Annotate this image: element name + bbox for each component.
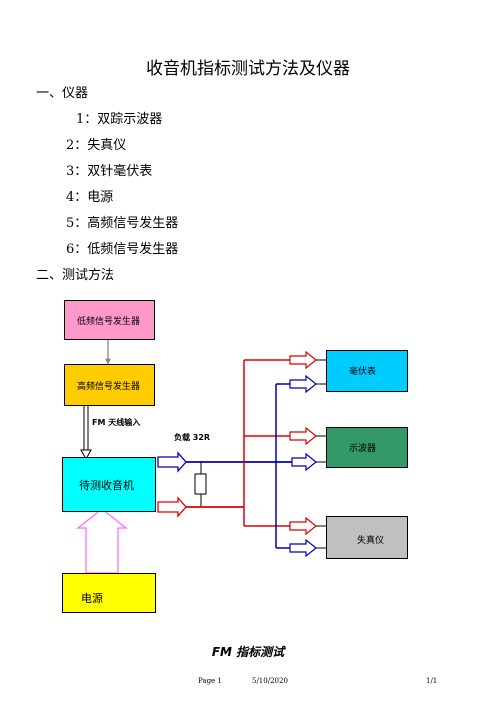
- blue-arrow-dist: [289, 538, 317, 558]
- instrument-name: 电源: [87, 190, 114, 205]
- high-freq-generator-label: 高频信号发生器: [77, 381, 141, 392]
- section-heading-instruments: 一、仪器: [36, 86, 89, 101]
- instrument-item-5: 5：高频信号发生器: [66, 212, 178, 231]
- document-title: 收音机指标测试方法及仪器: [146, 59, 350, 79]
- power-supply-label: 电源: [81, 592, 103, 605]
- millivoltmeter-label: 毫伏表: [349, 367, 377, 377]
- instrument-name: 双踪示波器: [97, 112, 163, 127]
- instrument-item-3: 3：双针毫伏表: [66, 160, 152, 179]
- section-heading-test-method: 二、测试方法: [36, 268, 115, 283]
- radio-under-test-label: 待测收音机: [79, 478, 134, 492]
- oscilloscope-box: 示波器: [326, 427, 408, 468]
- instrument-number: 6：: [66, 242, 88, 257]
- instrument-number: 3：: [66, 164, 88, 179]
- red-arrow-mv: [289, 350, 317, 370]
- instrument-number: 1：: [76, 112, 98, 127]
- red-arrow-osc: [289, 426, 317, 446]
- instrument-name: 高频信号发生器: [87, 216, 179, 231]
- footer-page: Page 1: [198, 677, 222, 685]
- fm-antenna-arrowhead: [80, 449, 92, 461]
- blue-arrow-mv: [289, 374, 317, 394]
- instrument-item-1: 1：双踪示波器: [76, 108, 162, 127]
- footer-date: 5/10/2020: [252, 677, 288, 685]
- instrument-item-4: 4：电源: [66, 186, 113, 205]
- instrument-item-6: 6：低频信号发生器: [66, 238, 178, 257]
- power-arrow: [76, 508, 128, 574]
- high-freq-generator-box: 高频信号发生器: [64, 364, 155, 406]
- millivoltmeter-box: 毫伏表: [326, 350, 408, 392]
- fm-antenna-label: FM 天线输入: [92, 418, 141, 427]
- blue-arrow-osc: [291, 452, 317, 472]
- radio-output-arrow-blue: [157, 451, 187, 473]
- instrument-name: 双针毫伏表: [87, 164, 153, 179]
- instrument-number: 2：: [66, 138, 88, 153]
- oscilloscope-label: 示波器: [349, 444, 377, 454]
- instrument-number: 5：: [66, 216, 88, 231]
- power-supply-box: 电源: [62, 573, 156, 613]
- footer-page-count: 1/1: [426, 677, 438, 685]
- instrument-item-2: 2：失真仪: [66, 134, 126, 153]
- radio-output-arrow-red: [157, 496, 187, 518]
- low-freq-generator-label: 低频信号发生器: [77, 316, 141, 327]
- diagram-caption: FM 指标测试: [211, 645, 285, 659]
- red-arrow-dist: [289, 516, 317, 536]
- instrument-number: 4：: [66, 190, 88, 205]
- load-label: 负载 32R: [174, 433, 211, 442]
- low-freq-generator-box: 低频信号发生器: [64, 300, 155, 340]
- instrument-name: 失真仪: [87, 138, 127, 153]
- instrument-name: 低频信号发生器: [87, 242, 179, 257]
- radio-under-test-box: 待测收音机: [62, 457, 156, 512]
- distortion-meter-label: 失真仪: [357, 536, 385, 546]
- load-resistor: [194, 473, 207, 495]
- distortion-meter-box: 失真仪: [326, 516, 408, 559]
